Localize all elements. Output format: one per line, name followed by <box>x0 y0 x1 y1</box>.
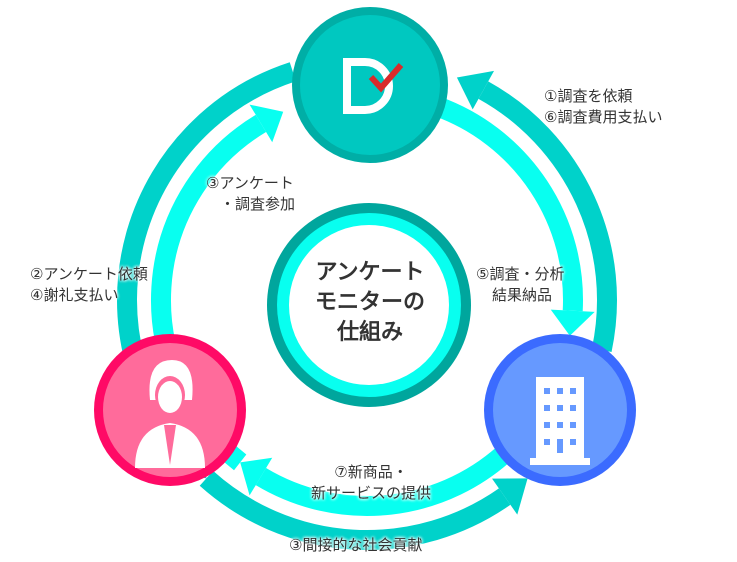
window <box>557 405 563 411</box>
label-line: ⑥調査費用支払い <box>544 108 663 126</box>
deliver-arrow-arc <box>434 97 583 312</box>
participate-arrow-arrowhead <box>249 104 284 143</box>
label-line: 結果納品 <box>492 286 553 304</box>
label-line: ⑤調査・分析 <box>476 265 565 283</box>
window <box>544 439 550 445</box>
products-arrow-arrowhead <box>240 457 273 496</box>
window <box>570 388 576 394</box>
label-line: ③アンケート <box>206 174 294 192</box>
window <box>544 422 550 428</box>
door <box>557 439 563 453</box>
contribution-arrow-arrowhead <box>492 478 528 515</box>
label-line: 新サービスの提供 <box>310 484 431 502</box>
center-disc <box>289 225 449 385</box>
label-request-payment: ①調査を依頼 ⑥調査費用支払い <box>544 86 662 128</box>
woman-user-icon <box>135 360 205 468</box>
window <box>544 405 550 411</box>
contribution-arrow-arc <box>199 470 511 550</box>
label-participate: ③アンケート ・調査参加 <box>206 173 295 215</box>
window <box>557 388 563 394</box>
label-deliver: ⑤調査・分析 結果納品 <box>476 264 564 306</box>
window <box>570 405 576 411</box>
deliver-arrow-arrowhead <box>550 309 595 336</box>
logo-d-check-icon <box>343 58 404 114</box>
title-line: モニターの <box>314 290 425 315</box>
monitor-user-node <box>94 334 246 486</box>
client-company-node <box>484 334 636 486</box>
label-line: ①調査を依頼 <box>544 87 633 105</box>
request-arrow-arrowhead <box>456 70 495 110</box>
company-logo-node <box>292 7 448 163</box>
window <box>544 388 550 394</box>
window <box>557 422 563 428</box>
label-line: ⑦新商品・ <box>334 463 408 481</box>
office-building-icon <box>530 377 590 465</box>
products-arrow-arc <box>255 440 518 516</box>
label-line: ④謝礼支払い <box>30 286 119 304</box>
label-survey-request: ②アンケート依頼 ④謝礼支払い <box>30 264 148 306</box>
label-products: ⑦新商品・ 新サービスの提供 <box>296 462 446 504</box>
window <box>570 422 576 428</box>
label-line: ・調査参加 <box>220 195 296 213</box>
request-arrow-arc <box>478 81 617 352</box>
window <box>570 439 576 445</box>
label-line: ②アンケート依頼 <box>30 265 148 283</box>
diagram-title: アンケート モニターの 仕組み <box>290 258 450 348</box>
title-line: アンケート <box>315 260 425 285</box>
title-line: 仕組み <box>336 320 403 345</box>
label-contribution: ③間接的な社会貢献 <box>289 536 423 554</box>
